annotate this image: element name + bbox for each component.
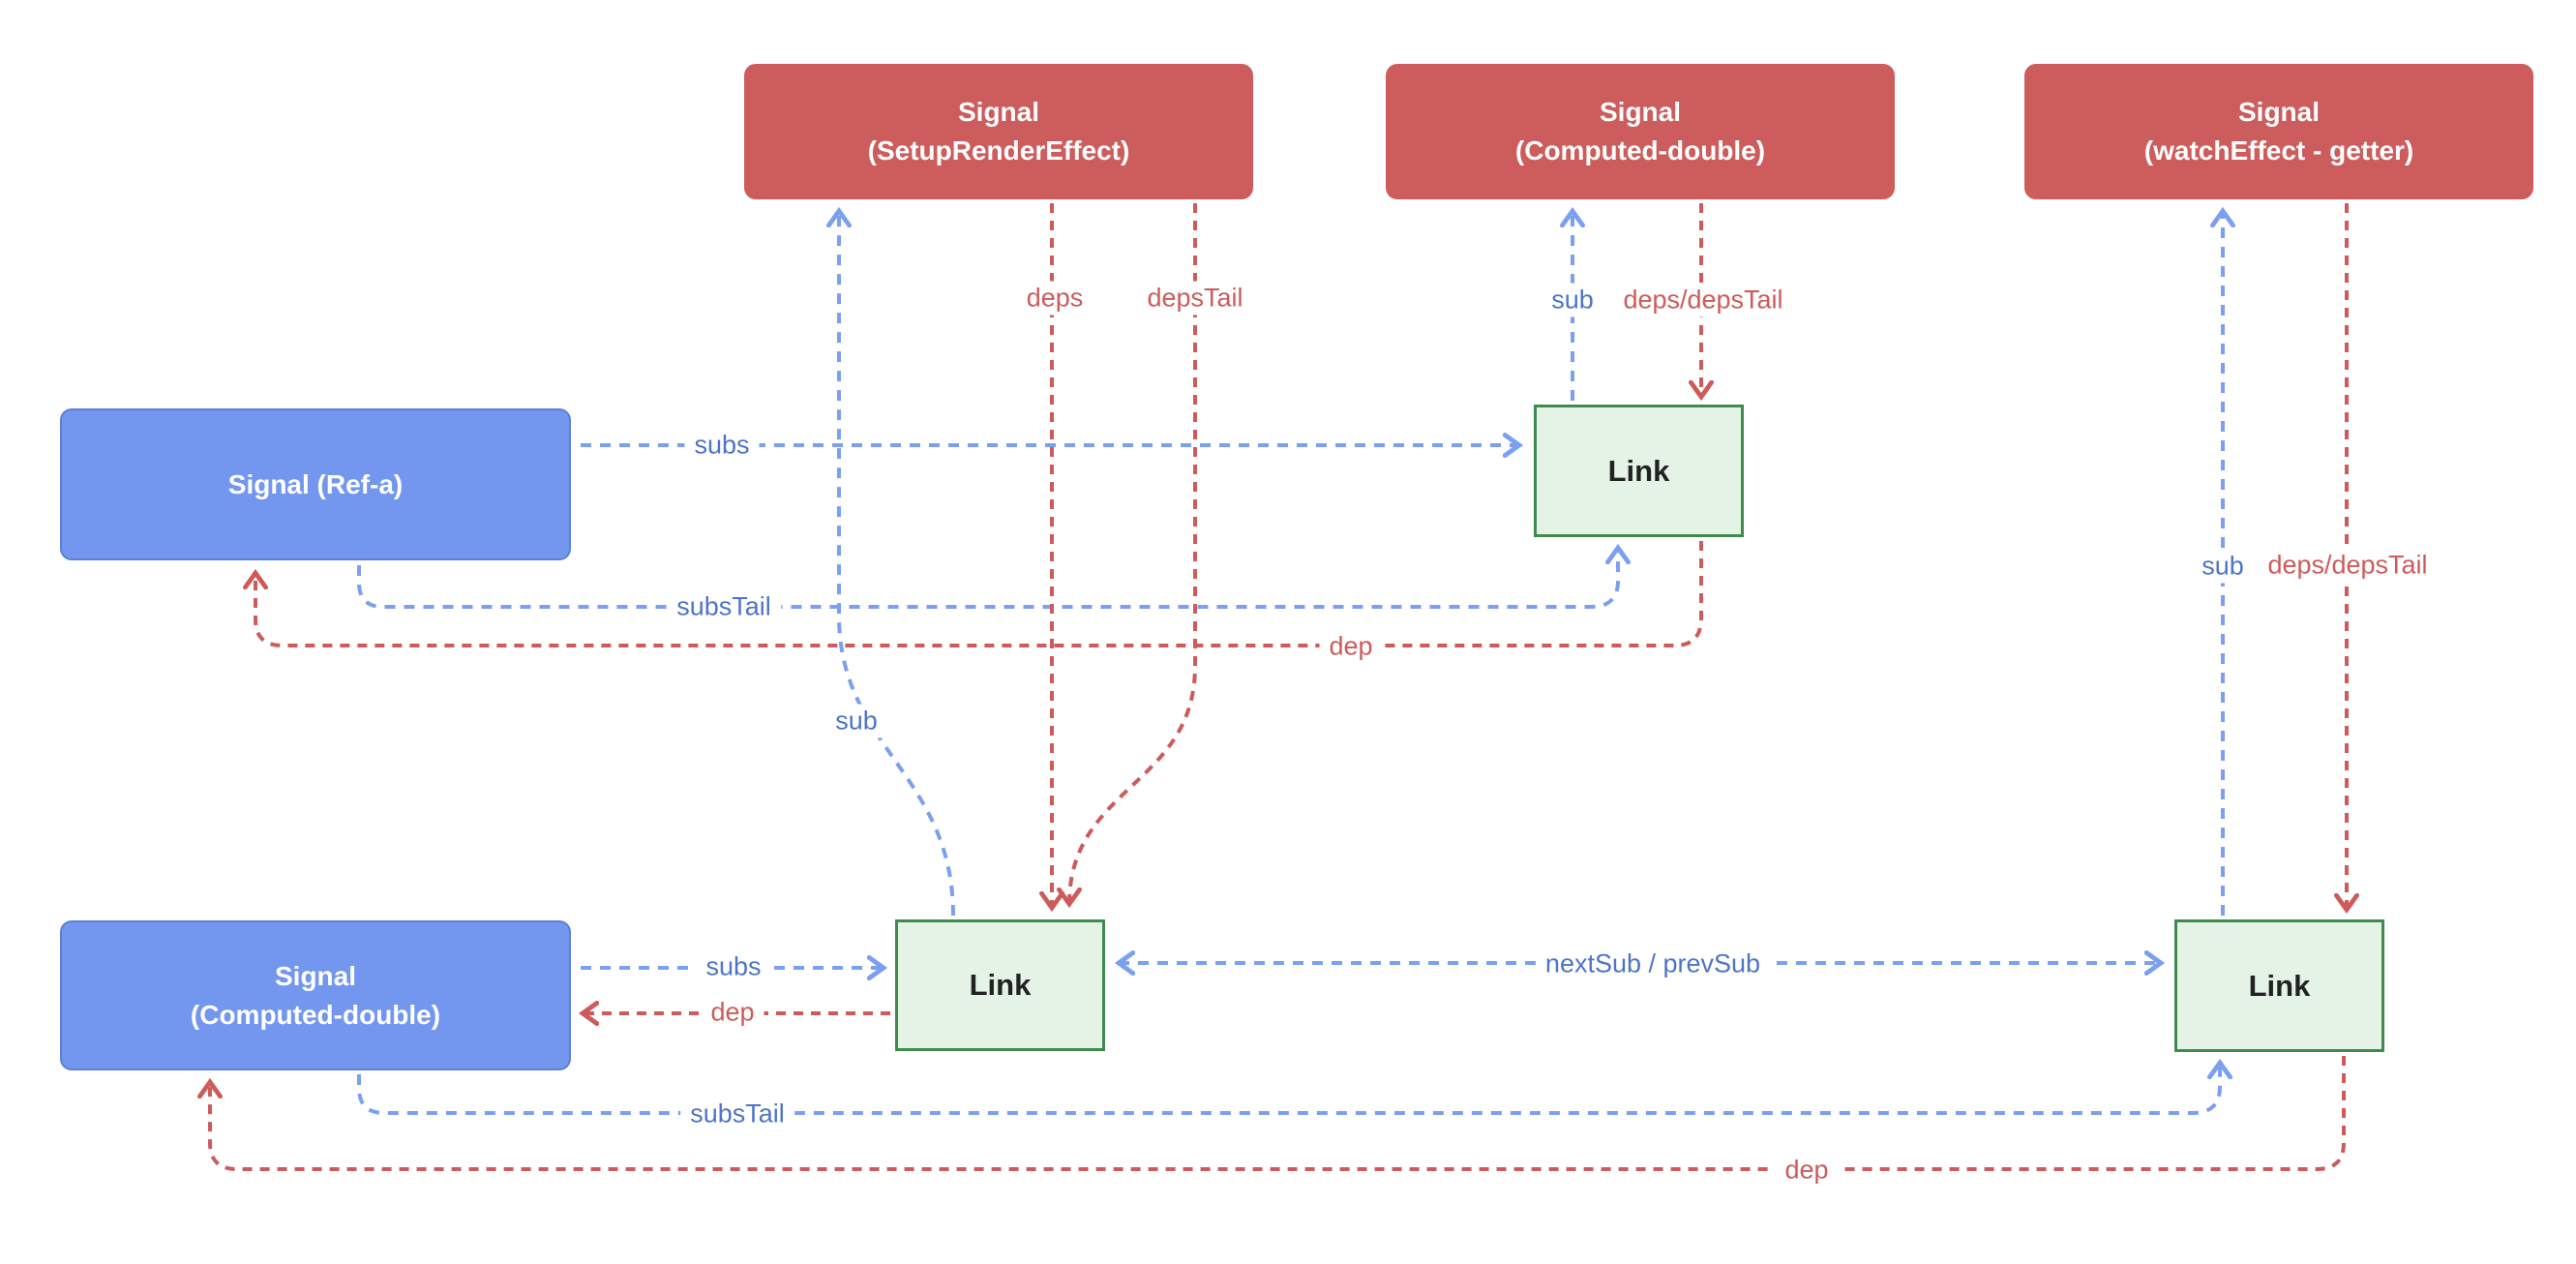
- node-label-line1: Signal: [957, 97, 1039, 127]
- edge-label-nextsub-prevsub: nextSub / prevSub: [1535, 947, 1771, 981]
- edge-label-dep-bottom: dep: [1775, 1153, 1839, 1188]
- node-label-line1: Signal: [1599, 97, 1681, 127]
- edge-depstail-setup-to-link-bottom: [1069, 203, 1197, 904]
- node-label-line2: (Computed-double): [1514, 135, 1766, 166]
- node-label-line2: (Computed-double): [190, 999, 441, 1030]
- edge-label-dep-bottom-left: dep: [701, 995, 764, 1030]
- node-signal-watch-effect-getter: Signal (watchEffect - getter): [2024, 64, 2533, 199]
- node-label-line1: Signal: [274, 960, 356, 991]
- node-label-line2: (watchEffect - getter): [2143, 135, 2414, 166]
- node-signal-computed-double-top: Signal (Computed-double): [1386, 64, 1895, 199]
- edge-label-deps-depstail-right: deps/depsTail: [2258, 548, 2438, 583]
- node-label: Link: [2248, 968, 2311, 1003]
- edge-label-sub-setup: sub: [825, 704, 887, 738]
- node-signal-ref-a: Signal (Ref-a): [60, 408, 571, 560]
- edge-label-deps-depstail-top: deps/depsTail: [1613, 283, 1793, 317]
- edge-dep-link-top-to-ref-a: [255, 541, 1703, 647]
- node-link-top: Link: [1534, 405, 1744, 537]
- edge-sub-link-bottom-to-setup-render-effect: [839, 211, 955, 917]
- edge-label-substail-ref: subsTail: [667, 589, 781, 624]
- node-label: Signal (Ref-a): [227, 468, 404, 499]
- node-label: Link: [1607, 453, 1670, 488]
- node-label-line1: Signal: [2237, 97, 2320, 127]
- node-label: Link: [969, 968, 1032, 1002]
- edge-label-subs-ref: subs: [684, 428, 760, 463]
- edge-label-sub-top: sub: [1542, 283, 1603, 317]
- edge-label-dep-ref: dep: [1319, 629, 1383, 664]
- edge-substail-ref-to-link-top: [357, 548, 1618, 609]
- edge-label-deps-top: deps: [1016, 281, 1093, 316]
- node-label-line2: (SetupRenderEffect): [867, 135, 1130, 166]
- edge-label-substail-bottom: subsTail: [680, 1097, 794, 1131]
- edge-dep-link-right-to-computed-left: [210, 1056, 2346, 1171]
- node-signal-computed-double-left: Signal (Computed-double): [60, 920, 571, 1070]
- node-link-bottom-right: Link: [2174, 919, 2384, 1052]
- edge-label-depstail-top: depsTail: [1137, 281, 1253, 316]
- edge-substail-computed-left-to-link-right: [357, 1063, 2220, 1115]
- node-link-bottom-middle: Link: [895, 919, 1105, 1051]
- edge-label-subs-bottom: subs: [696, 949, 771, 984]
- node-signal-setup-render-effect: Signal (SetupRenderEffect): [744, 64, 1253, 199]
- edge-label-sub-right: sub: [2192, 549, 2254, 584]
